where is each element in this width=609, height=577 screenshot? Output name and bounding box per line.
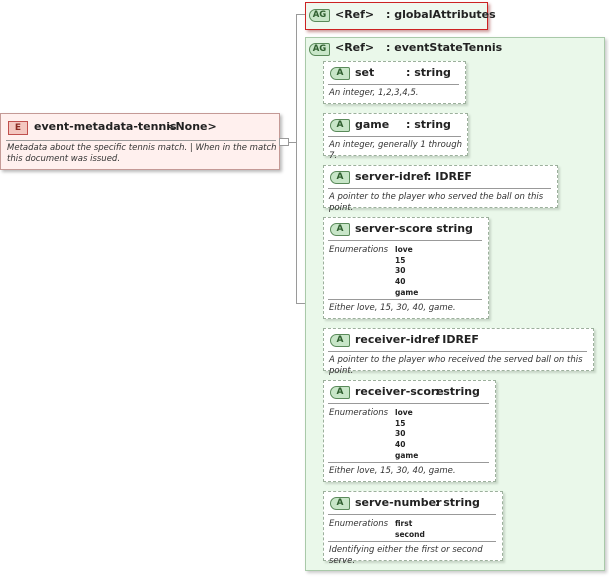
attribute-type: : string xyxy=(406,66,451,79)
enumeration-value: game xyxy=(395,287,419,297)
attribute-icon: A xyxy=(330,334,350,347)
attribute-type: : string xyxy=(435,385,480,398)
attribute-documentation: Either love, 15, 30, 40, game. xyxy=(329,466,456,476)
attribute-name: set xyxy=(355,66,375,79)
enumeration-value: second xyxy=(395,529,425,539)
attribute-server-idref[interactable]: A server-idref : IDREF A pointer to the … xyxy=(323,165,558,213)
attribute-icon: A xyxy=(330,67,350,80)
attribute-separator xyxy=(328,403,489,404)
attribute-documentation: A pointer to the player who served the b… xyxy=(329,192,544,213)
enumeration-value: 40 xyxy=(395,440,406,450)
attribute-server-score[interactable]: A server-score : string Enumerations lov… xyxy=(323,217,489,319)
attribute-documentation: Either love, 15, 30, 40, game. xyxy=(329,303,456,313)
attribute-icon: A xyxy=(330,119,350,132)
attribute-name: serve-number xyxy=(355,496,442,509)
attribute-type: : IDREF xyxy=(434,333,479,346)
attribute-type: : string xyxy=(435,496,480,509)
attribute-name: server-score xyxy=(355,222,433,235)
enumeration-value: love xyxy=(395,408,413,417)
tennis-ref-label: <Ref> xyxy=(335,41,375,54)
attribute-icon: A xyxy=(330,223,350,236)
attribute-separator xyxy=(328,462,489,463)
attribute-documentation: Identifying either the first or second s… xyxy=(329,545,483,566)
attribute-separator xyxy=(328,188,551,189)
attribute-separator xyxy=(328,514,496,515)
enumerations-label: Enumerations xyxy=(329,519,389,529)
attribute-separator xyxy=(328,351,587,352)
attribute-separator xyxy=(328,136,461,137)
attribute-set[interactable]: A set : string An integer, 1,2,3,4,5. xyxy=(323,61,466,104)
attribute-group-icon: AG xyxy=(309,9,330,22)
enumeration-value: love xyxy=(395,245,413,254)
attribute-name: receiver-score xyxy=(355,385,444,398)
connector-trunk xyxy=(296,14,297,303)
attribute-type: : IDREF xyxy=(427,170,472,183)
enumeration-value: first xyxy=(395,519,413,528)
root-element-type: : <None> xyxy=(158,120,217,133)
root-separator xyxy=(6,140,276,141)
enumeration-value: 30 xyxy=(395,266,406,276)
enumeration-value: 40 xyxy=(395,277,406,287)
enumerations-label: Enumerations xyxy=(329,245,389,255)
enumeration-value: game xyxy=(395,450,419,460)
enumeration-value: 15 xyxy=(395,418,406,428)
attribute-name: game xyxy=(355,118,390,131)
attribute-name: receiver-idref xyxy=(355,333,440,346)
attribute-icon: A xyxy=(330,171,350,184)
attribute-separator xyxy=(328,299,482,300)
global-attributes-group[interactable]: AG <Ref> : globalAttributes xyxy=(305,2,496,30)
expand-collapse-icon[interactable] xyxy=(279,138,289,146)
attribute-receiver-idref[interactable]: A receiver-idref : IDREF A pointer to th… xyxy=(323,328,594,376)
attribute-name: server-idref xyxy=(355,170,429,183)
attribute-icon: A xyxy=(330,386,350,399)
attribute-separator xyxy=(328,84,459,85)
root-element-name: event-metadata-tennis xyxy=(34,120,177,133)
global-ref-name: : globalAttributes xyxy=(386,8,496,21)
element-icon: E xyxy=(8,121,28,135)
connector-tennis xyxy=(296,303,305,304)
root-element[interactable]: E event-metadata-tennis : <None> Metadat… xyxy=(0,113,289,170)
attribute-icon: A xyxy=(330,497,350,510)
attribute-type: : string xyxy=(406,118,451,131)
enumeration-value: 30 xyxy=(395,429,406,439)
attribute-receiver-score[interactable]: A receiver-score : string Enumerations l… xyxy=(323,380,496,482)
attribute-documentation: An integer, generally 1 through 7. xyxy=(329,140,463,161)
attribute-separator xyxy=(328,240,482,241)
tennis-ref-name: : eventStateTennis xyxy=(386,41,503,54)
connector-global xyxy=(296,14,307,15)
attribute-group-icon: AG xyxy=(309,43,330,56)
attribute-type: : string xyxy=(428,222,473,235)
attribute-serve-number[interactable]: A serve-number : string Enumerations fir… xyxy=(323,491,503,566)
attribute-documentation: An integer, 1,2,3,4,5. xyxy=(329,88,419,98)
attribute-documentation: A pointer to the player who received the… xyxy=(329,355,583,376)
enumeration-value: 15 xyxy=(395,255,406,265)
enumerations-label: Enumerations xyxy=(329,408,389,418)
attribute-game[interactable]: A game : string An integer, generally 1 … xyxy=(323,113,468,161)
root-documentation: Metadata about the specific tennis match… xyxy=(7,143,277,164)
attribute-separator xyxy=(328,541,496,542)
global-ref-label: <Ref> xyxy=(335,8,375,21)
